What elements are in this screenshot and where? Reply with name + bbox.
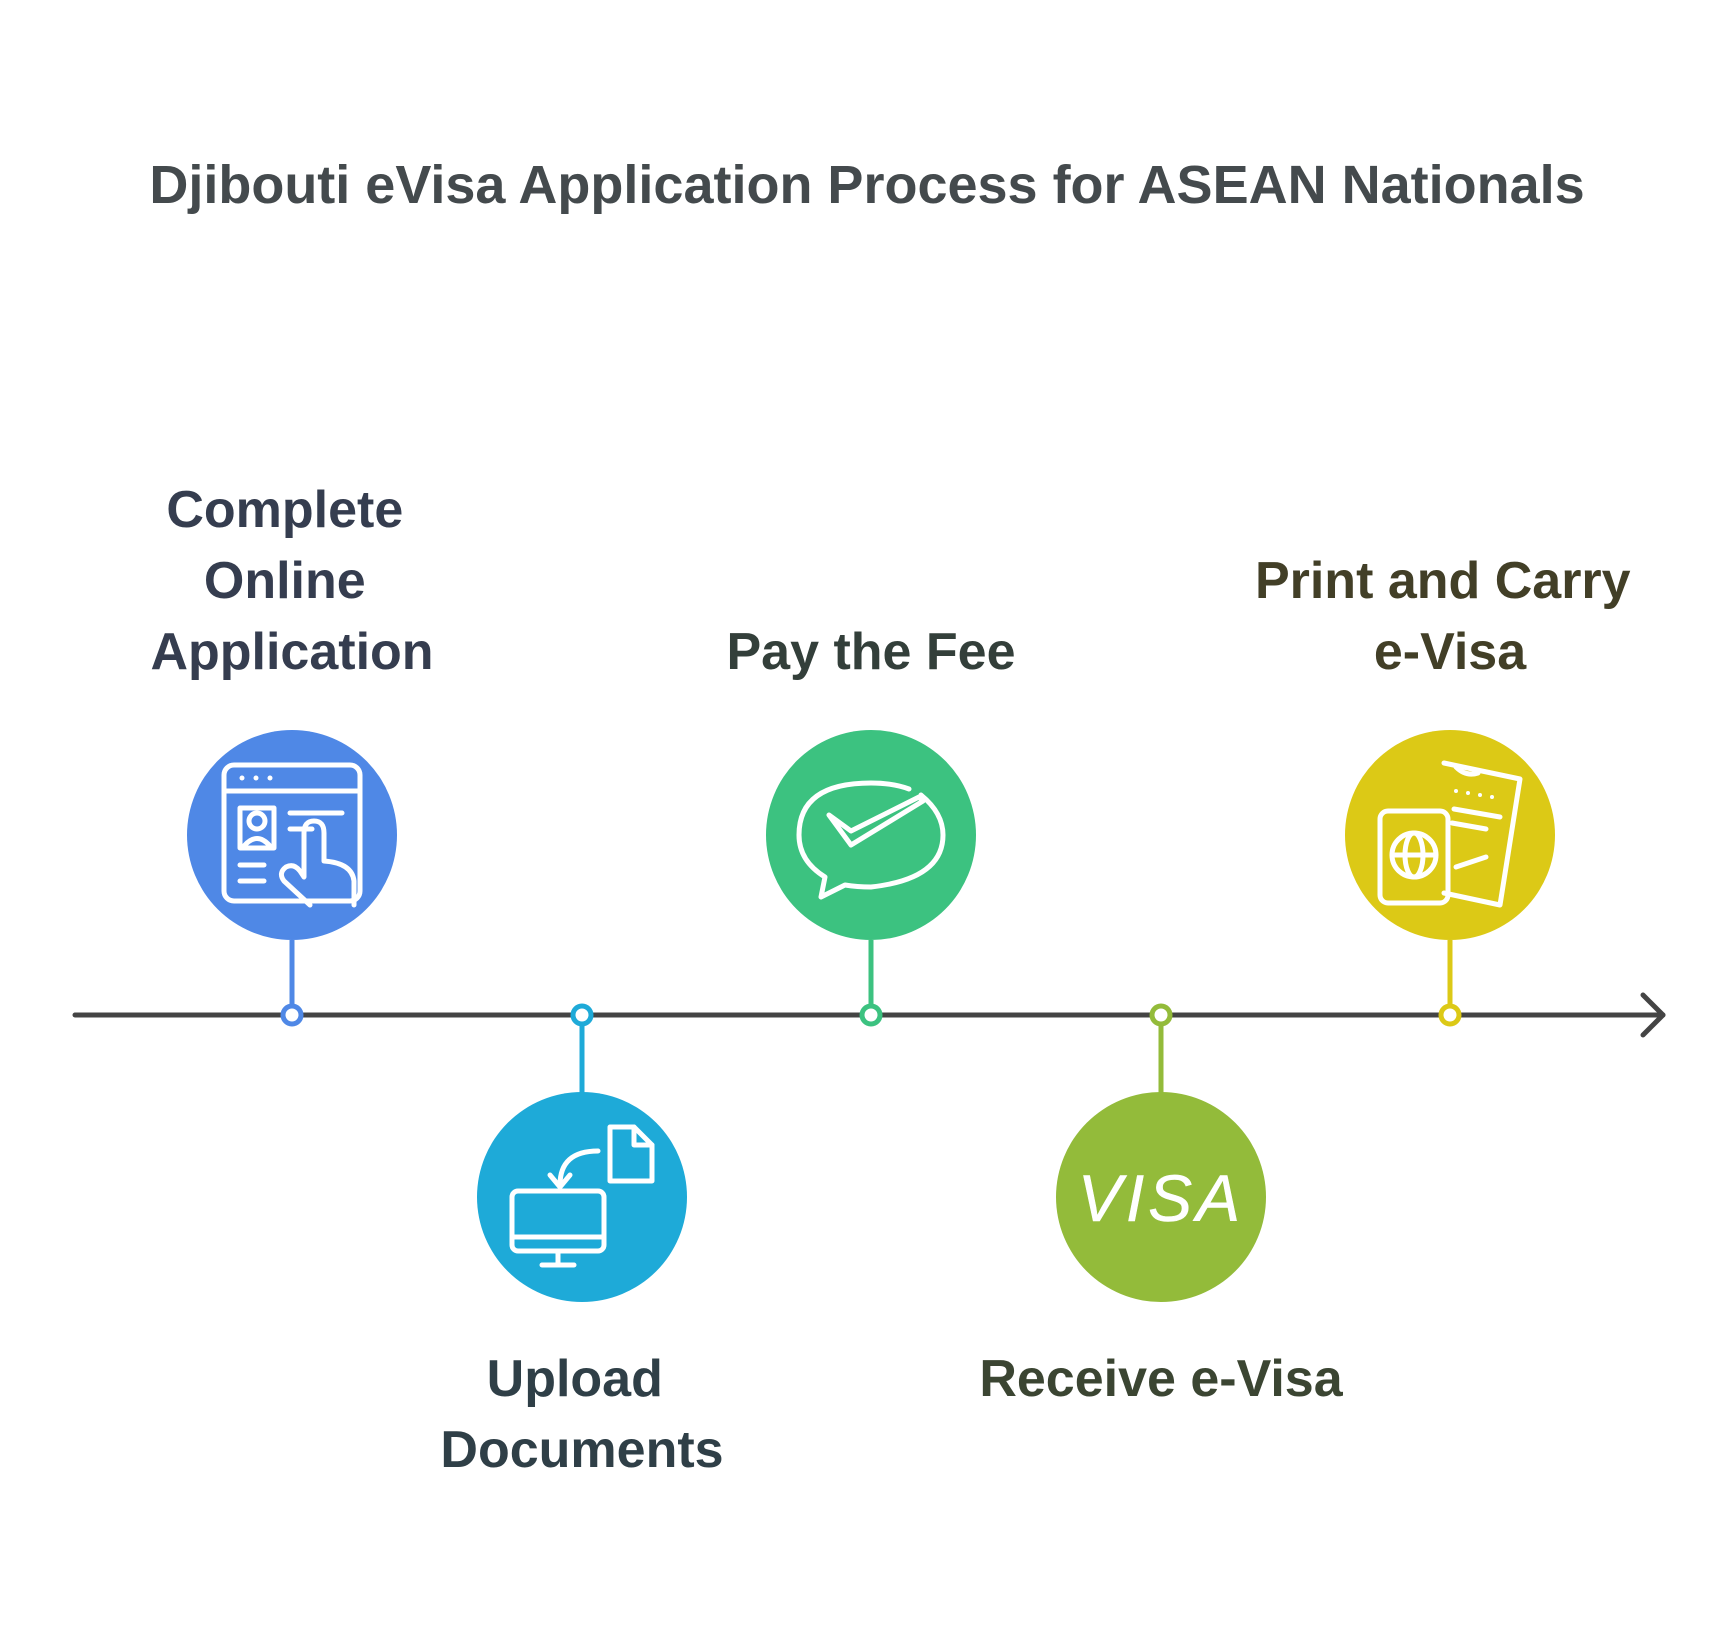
- step-label-line: Online: [204, 552, 366, 610]
- svg-text:Pay the Fee: Pay the Fee: [726, 623, 1015, 681]
- step-circle: [1056, 1092, 1266, 1302]
- step-label-line: Pay the Fee: [726, 623, 1015, 681]
- upload-documents-icon: [509, 1124, 655, 1268]
- step-complete-online-application: Complete Online Application: [150, 481, 434, 1027]
- visa-icon: VISA: [1078, 1161, 1244, 1235]
- step-circle: [477, 1092, 687, 1302]
- timeline-node: [280, 1003, 304, 1027]
- step-label-line: Upload: [487, 1350, 663, 1408]
- svg-text:Print and Carry e-Visa: Print and Carry e-Visa: [1255, 552, 1645, 681]
- svg-text:Upload Documents: Upload Documents: [440, 1350, 723, 1479]
- step-label-line: Documents: [440, 1421, 723, 1479]
- step-label-line: Print and Carry: [1255, 552, 1631, 610]
- passport-ticket-icon: [1377, 760, 1523, 908]
- step-pay-the-fee: Pay the Fee: [726, 623, 1016, 1027]
- timeline-node: [859, 1003, 883, 1027]
- step-print-and-carry-e-visa: Print and Carry e-Visa: [1255, 552, 1645, 1027]
- timeline-arrow-head: [1640, 992, 1666, 1038]
- svg-text:Complete Online Ap: Complete Online Application: [150, 481, 433, 681]
- svg-text:Receive e-Visa: Receive e-Visa: [979, 1350, 1343, 1408]
- chat-check-icon: [796, 780, 946, 900]
- step-receive-e-visa: VISA Receive e-Visa: [979, 1003, 1344, 1408]
- timeline-node: [1438, 1003, 1462, 1027]
- step-upload-documents: Upload Documents: [440, 1003, 724, 1479]
- step-label-line: Application: [150, 623, 433, 681]
- online-form-icon: [221, 762, 363, 908]
- step-circle: [187, 730, 397, 940]
- step-label-line: e-Visa: [1374, 623, 1527, 681]
- page-title: Djibouti eVisa Application Process for A…: [149, 155, 1585, 215]
- step-label-line: Complete: [166, 481, 403, 539]
- step-label-line: Receive e-Visa: [979, 1350, 1343, 1408]
- timeline-node: [1149, 1003, 1173, 1027]
- timeline-node: [570, 1003, 594, 1027]
